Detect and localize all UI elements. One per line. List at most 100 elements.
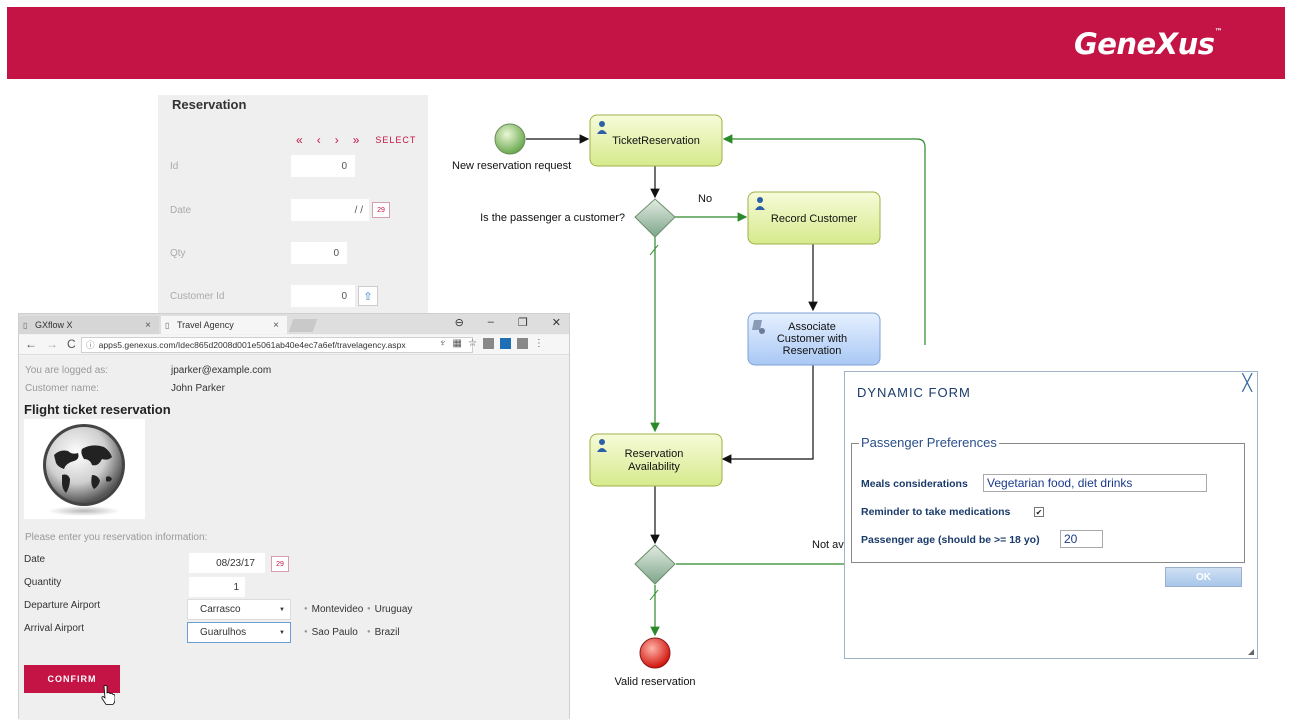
restore-button[interactable]: ❐	[517, 317, 528, 329]
start-event-label: New reservation request	[452, 160, 571, 172]
account-icon[interactable]: ⊖	[454, 317, 464, 329]
customer-name-value: John Parker	[171, 383, 225, 394]
workflow-diagram: New reservation request TicketReservatio…	[452, 114, 926, 688]
close-window-button[interactable]: ✕	[551, 317, 561, 329]
ok-button[interactable]: OK	[1165, 567, 1242, 587]
end-event[interactable]	[639, 637, 671, 669]
group-legend: Passenger Preferences	[859, 435, 999, 450]
date-input[interactable]: / /	[291, 199, 369, 221]
date-label: Date	[24, 554, 46, 565]
date-input[interactable]: 08/23/17	[189, 553, 265, 573]
reservation-title: Reservation	[172, 97, 247, 112]
trademark-mark: ™	[1214, 27, 1223, 36]
tab-strip: ▯ GXflow X × ▯ Travel Agency × ⊖ – ❐ ✕	[19, 314, 569, 334]
reminder-checkbox[interactable]: ✔	[1034, 507, 1044, 517]
logged-as-value: jparker@example.com	[171, 365, 272, 376]
user-task-icon	[597, 439, 607, 452]
customer-name-label: Customer name:	[25, 383, 99, 394]
id-input[interactable]: 0	[291, 155, 355, 177]
close-tab-icon[interactable]: ×	[145, 319, 151, 331]
calendar-icon[interactable]: 29	[271, 556, 289, 572]
back-button[interactable]: ←	[25, 337, 37, 351]
select-button[interactable]: SELECT	[375, 135, 417, 145]
prompt-arrow-icon[interactable]: ⇧	[358, 286, 378, 306]
arrival-label: Arrival Airport	[24, 623, 85, 634]
logged-as-label: You are logged as:	[25, 365, 109, 376]
arrival-country-text: Brazil	[374, 627, 400, 638]
cast-icon[interactable]	[516, 338, 528, 349]
age-label: Passenger age (should be >= 18 yo)	[861, 534, 1040, 546]
not-available-label: Not av	[812, 539, 844, 551]
quantity-label: Quantity	[24, 577, 62, 588]
page-title: Flight ticket reservation	[24, 402, 171, 417]
calendar-icon[interactable]: 29	[372, 202, 390, 218]
star-icon[interactable]: ☆	[467, 338, 477, 349]
close-icon[interactable]: ╳	[1242, 375, 1252, 392]
end-event-label: Valid reservation	[614, 676, 695, 688]
task-associate-line-2: Customer with	[777, 333, 847, 345]
globe-image	[24, 419, 145, 519]
last-record-button[interactable]: »	[352, 133, 360, 147]
address-bar: ← → C ⓘ apps5.genexus.com/Idec865d2008d0…	[19, 335, 569, 355]
logo-text: GeneXus	[1073, 27, 1215, 61]
task-ticket-reservation[interactable]	[589, 114, 723, 167]
flow-not-available-loop	[676, 139, 926, 565]
browser-window: ▯ GXflow X × ▯ Travel Agency × ⊖ – ❐ ✕ ←…	[18, 313, 570, 720]
date-label: Date	[170, 205, 192, 216]
start-event[interactable]	[494, 123, 526, 155]
first-record-button[interactable]: «	[296, 133, 303, 147]
quantity-input[interactable]: 1	[189, 577, 245, 597]
task-associate-customer[interactable]	[747, 312, 881, 366]
forward-button[interactable]: →	[46, 337, 58, 351]
no-label: No	[698, 193, 712, 205]
hand-cursor-icon	[101, 685, 115, 705]
info-icon[interactable]: ⓘ	[86, 340, 95, 350]
new-tab-button[interactable]	[288, 319, 318, 332]
reservation-panel: Reservation « ‹ › » SELECT Id 0 Date / /…	[158, 95, 428, 320]
extension-icon[interactable]	[482, 338, 494, 349]
task-availability-line-1: Reservation	[625, 448, 684, 460]
departure-value: Carrasco	[200, 604, 241, 615]
url-input[interactable]: ⓘ apps5.genexus.com/Idec865d2008d001e506…	[81, 337, 473, 353]
gateway-is-customer[interactable]	[634, 198, 676, 238]
task-reservation-availability[interactable]	[589, 433, 723, 487]
arrival-select[interactable]: Guarulhos ▼	[187, 622, 291, 643]
tab-label: Travel Agency	[177, 320, 234, 330]
genexus-logo: GeneXus™	[1073, 27, 1223, 61]
minimize-button[interactable]: –	[487, 316, 494, 328]
customer-id-input[interactable]: 0	[291, 285, 355, 307]
meals-label: Meals considerations	[861, 478, 968, 490]
tab-gxflow[interactable]: ▯ GXflow X ×	[19, 316, 159, 334]
departure-city: ●Montevideo	[304, 604, 364, 615]
flow-associate-to-availability	[721, 365, 814, 464]
tab-travel-agency[interactable]: ▯ Travel Agency ×	[161, 316, 287, 334]
meals-input[interactable]: Vegetarian food, diet drinks	[983, 474, 1207, 492]
user-task-icon	[755, 197, 765, 210]
trello-icon[interactable]	[499, 338, 511, 349]
next-record-button[interactable]: ›	[334, 133, 339, 147]
record-navigation: « ‹ › » SELECT	[296, 133, 416, 147]
tab-label: GXflow X	[35, 320, 73, 330]
qty-label: Qty	[170, 248, 186, 259]
translate-icon[interactable]: ▦	[452, 338, 462, 349]
script-task-icon	[752, 320, 765, 334]
extension-icons: ♆ ▦ ☆ ⋮	[439, 338, 544, 349]
resize-grip-icon[interactable]	[1248, 649, 1254, 655]
task-record-customer[interactable]	[747, 191, 881, 245]
previous-record-button[interactable]: ‹	[316, 133, 321, 147]
departure-city-text: Montevideo	[311, 604, 364, 615]
gateway-availability[interactable]	[634, 544, 676, 585]
qty-input[interactable]: 0	[291, 242, 347, 264]
arrival-city: ●Sao Paulo	[304, 627, 358, 638]
url-text: apps5.genexus.com/Idec865d2008d001e5061a…	[98, 340, 406, 350]
age-input[interactable]: 20	[1060, 530, 1103, 548]
menu-icon[interactable]: ⋮	[533, 338, 544, 349]
close-tab-icon[interactable]: ×	[273, 319, 279, 331]
reload-button[interactable]: C	[67, 337, 76, 351]
confirm-button[interactable]: CONFIRM	[24, 665, 120, 693]
departure-select[interactable]: Carrasco ▼	[187, 599, 291, 620]
key-icon[interactable]: ♆	[439, 338, 447, 349]
dialog-title: DYNAMIC FORM	[857, 385, 971, 400]
gateway-question-label: Is the passenger a customer?	[480, 212, 625, 224]
